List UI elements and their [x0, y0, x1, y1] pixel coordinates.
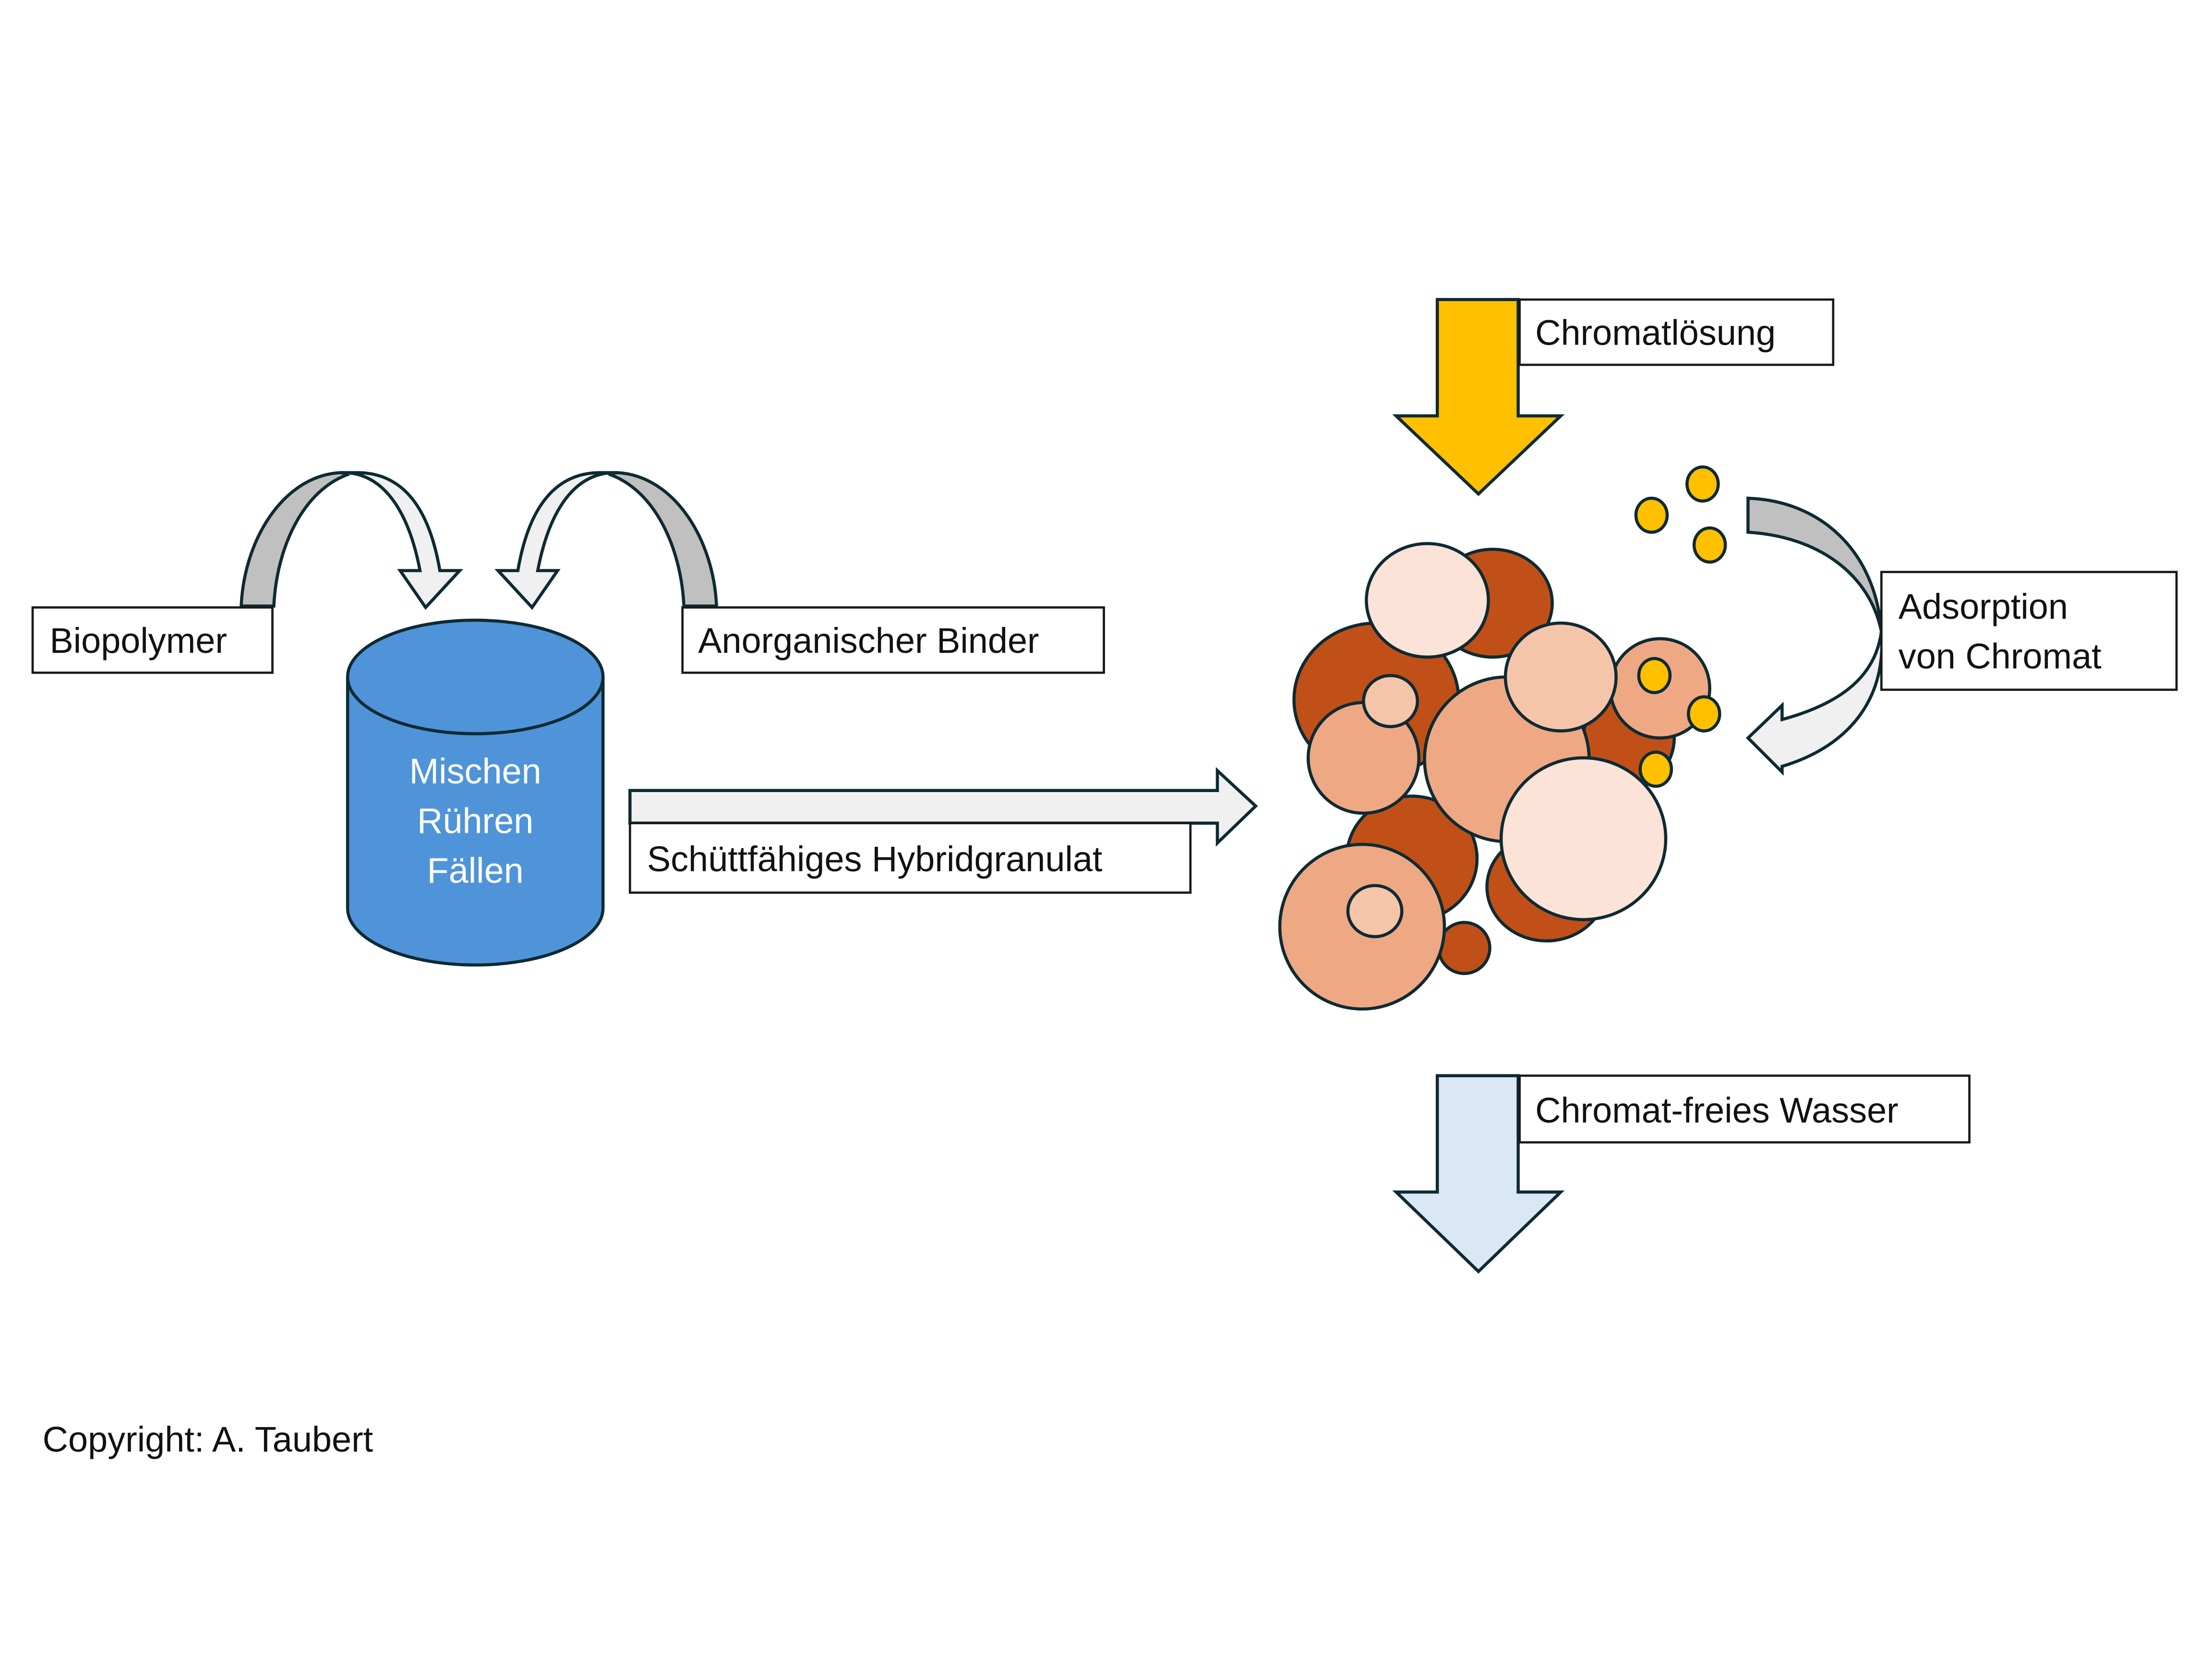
adsorption-curved-arrow	[1745, 496, 1884, 776]
binder-text: Anorganischer Binder	[698, 621, 1039, 661]
clean-water-text: Chromat-freies Wasser	[1535, 1090, 1899, 1130]
chromate-dot	[1634, 496, 1669, 534]
copyright-text: Copyright: A. Taubert	[43, 1419, 373, 1459]
mixer-cylinder-icon: Mischen Rühren Fällen	[346, 618, 605, 967]
particle	[1437, 921, 1491, 975]
mixer-step-precipitate: Fällen	[427, 851, 524, 890]
mixer-step-stir: Rühren	[417, 801, 533, 841]
particle	[1503, 621, 1618, 733]
adsorption-label: Adsorption von Chromat	[1880, 571, 2178, 691]
biopolymer-label: Biopolymer	[31, 606, 274, 674]
granulate-particle-cluster	[1278, 542, 1711, 1011]
adsorption-text-line1: Adsorption	[1899, 587, 2068, 626]
particle	[1362, 674, 1419, 728]
clean-water-label: Chromat-freies Wasser	[1518, 1074, 1971, 1144]
biopolymer-curved-arrow	[240, 471, 464, 610]
granulate-text: Schüttfähiges Hybridgranulat	[647, 839, 1103, 879]
chromate-dot	[1638, 750, 1673, 788]
chromate-dot	[1637, 657, 1672, 695]
particle	[1346, 884, 1404, 938]
biopolymer-text: Biopolymer	[49, 621, 227, 661]
chromate-dot	[1687, 695, 1721, 733]
chromate-dot	[1692, 526, 1727, 564]
chromate-ions	[1634, 465, 1727, 788]
binder-label: Anorganischer Binder	[681, 606, 1105, 674]
clean-water-arrow	[1392, 1074, 1565, 1274]
chromate-solution-text: Chromatlösung	[1535, 313, 1776, 353]
chromate-dot	[1685, 465, 1720, 503]
chromate-solution-label: Chromatlösung	[1518, 298, 1835, 366]
chromate-solution-arrow	[1392, 298, 1565, 496]
adsorption-text-line2: von Chromat	[1899, 637, 2102, 676]
particle	[1365, 542, 1490, 659]
mixer-step-mix: Mischen	[409, 751, 541, 791]
binder-curved-arrow	[494, 471, 719, 610]
granulate-label: Schüttfähiges Hybridgranulat	[628, 822, 1192, 894]
particle	[1499, 756, 1668, 921]
